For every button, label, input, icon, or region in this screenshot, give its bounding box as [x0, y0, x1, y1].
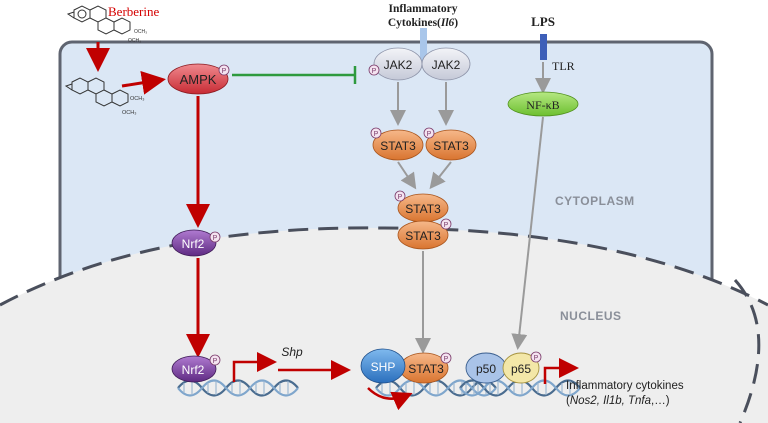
ampk-label: AMPK: [180, 72, 217, 87]
stat3-dimer-bottom-phospho-label: P: [444, 222, 449, 229]
tlr-receptor: [540, 34, 547, 60]
stat3-dimer-bottom-node: STAT3 P: [397, 218, 452, 250]
stat3-dimer-top-label: STAT3: [405, 202, 441, 216]
stat3-dimer-bottom-phospho: [440, 218, 452, 230]
stat3-left-phospho-label: P: [374, 131, 379, 138]
stat3-left-to-dimer-arrow: [397, 161, 417, 190]
stat3-right-phospho-label: P: [427, 131, 432, 138]
nrf2-cytoplasm-phospho-label: P: [213, 235, 218, 242]
jak2-left-label: JAK2: [384, 58, 413, 72]
nfkb-translocation-arrow: [511, 116, 544, 350]
nrf2-nucleus-phospho-label: P: [213, 358, 218, 365]
stat3-nucleus-node: STAT3 P: [399, 352, 452, 384]
nrf2-cytoplasm-label: Nrf2: [182, 237, 205, 251]
p65-phospho: [530, 351, 542, 363]
berberine-methoxy-top-2: OCH₃: [128, 38, 141, 44]
stat3-right-label: STAT3: [433, 139, 469, 153]
berberine-methoxy-cell-2: OCH₃: [122, 110, 136, 116]
stat3-dimer-top-phospho-label: P: [398, 194, 403, 201]
berberine-structure-cell: [64, 77, 129, 107]
jak2-left-node: JAK2 P: [368, 47, 423, 81]
jak2-left-phospho-label: P: [372, 68, 377, 75]
tlr-label: TLR: [552, 59, 575, 73]
jak2-left-phospho: [368, 64, 380, 76]
stat3-right-phospho: [423, 127, 435, 139]
berberine-methoxy-cell-1: OCH₃: [130, 96, 144, 102]
nrf2-cytoplasm-phospho: [209, 231, 221, 243]
shp-transcription-arrow: [232, 352, 277, 382]
nfkb-node: NF-κB: [507, 91, 579, 117]
stat3-dimer-top-node: STAT3 P: [394, 190, 449, 223]
shp-inhibition-curve: [367, 387, 413, 411]
stat3-nucleus-label: STAT3: [408, 362, 444, 376]
outcome-label-line2: (Nos2, Il1b, Tnfa,…): [566, 395, 670, 407]
nrf2-nucleus-node: Nrf2 P: [171, 354, 221, 383]
p50-label: p50: [476, 362, 496, 376]
stat3-left-phospho: [370, 127, 382, 139]
shp-protein-label: SHP: [371, 360, 396, 374]
p50-node: p50: [465, 352, 507, 384]
stat3-nucleus-phospho: [440, 352, 452, 364]
berberine-to-ampk-arrow: [121, 70, 166, 95]
stat3-dimer-top-phospho: [394, 190, 406, 202]
p65-phospho-label: P: [534, 355, 539, 362]
stat3-left-label: STAT3: [380, 139, 416, 153]
nuclear-envelope: [0, 226, 768, 307]
nrf2-nucleus-phospho: [209, 354, 221, 366]
shp-protein-node: SHP: [360, 348, 406, 384]
cytoplasm-label: CYTOPLASM: [555, 194, 635, 208]
lps-label: LPS: [531, 14, 555, 29]
p65-node: p65 P: [502, 351, 542, 384]
nucleus-label: NUCLEUS: [560, 309, 622, 323]
stat3-right-to-dimer-arrow: [429, 161, 452, 190]
berberine-structure-top: [66, 5, 131, 35]
shp-gene-label: Shp: [281, 345, 303, 359]
ampk-phospho-label: P: [222, 68, 227, 75]
jak2-right-node: JAK2: [421, 47, 471, 81]
nuclear-envelope-right: [733, 278, 761, 423]
cytokines-label-line1: Inflammatory: [389, 3, 458, 15]
jak2-right-label: JAK2: [432, 58, 461, 72]
stat3-dimer-bottom-label: STAT3: [405, 229, 441, 243]
nfkb-label: NF-κB: [526, 98, 559, 112]
nrf2-nucleus-label: Nrf2: [182, 363, 205, 377]
stat3-nucleus-phospho-label: P: [444, 356, 449, 363]
berberine-label: Berberine: [108, 4, 159, 19]
stat3-right-node: STAT3 P: [423, 127, 477, 161]
cytokines-label-line2: Cytokines(Il6): [388, 17, 458, 29]
nrf2-cytoplasm-node: Nrf2 P: [171, 229, 221, 257]
ampk-node: AMPK P: [167, 63, 230, 95]
stat3-left-node: STAT3 P: [370, 127, 424, 161]
ampk-phospho: [218, 64, 230, 76]
berberine-methoxy-top-1: OCH₃: [134, 29, 147, 35]
outcome-label-line1: Inflammatory cytokines: [566, 380, 684, 392]
p65-label: p65: [511, 362, 531, 376]
cytokine-transcription-arrow: [543, 358, 579, 384]
cytokine-receptor: [420, 28, 427, 62]
